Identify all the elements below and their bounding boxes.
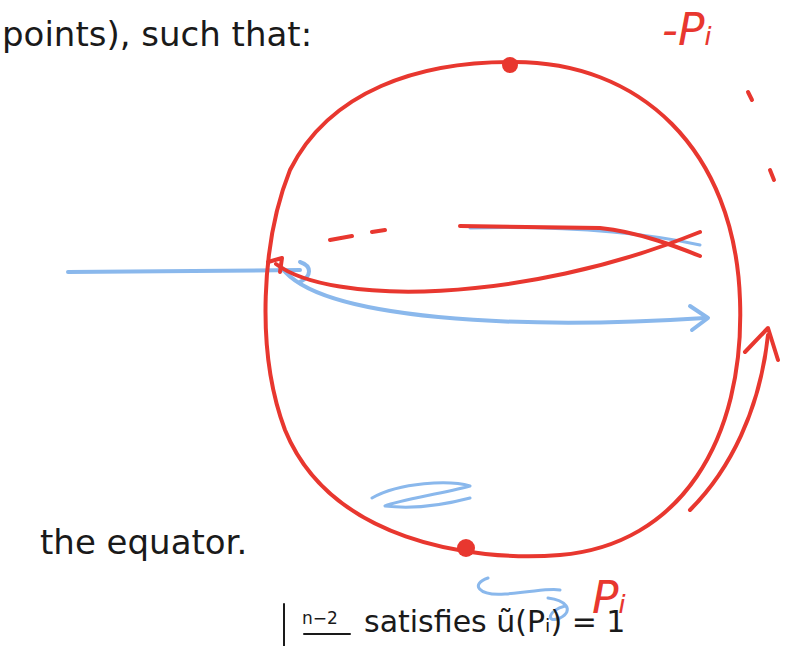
- label-holder: satisfies ũ(Pᵢ) = 1: [364, 604, 625, 639]
- label-holder: -Pᵢ: [662, 4, 712, 55]
- equator-arrowhead: [268, 258, 282, 272]
- equator-front: [276, 232, 700, 292]
- blue-loop: [372, 483, 470, 507]
- body-text: points), such that:: [2, 14, 312, 54]
- meridian-arrow: [690, 335, 768, 510]
- fraction-bar: [304, 633, 350, 635]
- label-holder: n−2: [302, 608, 338, 628]
- tick-mark: [748, 92, 752, 100]
- meridian-arrowhead: [745, 328, 778, 360]
- pole-dot: [457, 539, 475, 557]
- body-text: the equator.: [40, 522, 247, 562]
- equator-back: [330, 226, 700, 256]
- blue-equator-path: [282, 268, 705, 323]
- formula-text: satisfies ũ(Pᵢ) = 1: [364, 604, 625, 639]
- label-holder: the equator.: [40, 522, 247, 562]
- sphere-outline: [266, 62, 741, 556]
- blue-loop: [478, 578, 560, 594]
- abs-bar: [283, 604, 285, 646]
- label-holder: points), such that:: [2, 14, 312, 54]
- point-label: -Pᵢ: [662, 4, 712, 55]
- exponent-text: n−2: [302, 608, 338, 628]
- blue-arrowhead: [690, 306, 708, 330]
- pole-dot: [502, 57, 518, 73]
- tick-mark: [770, 170, 774, 180]
